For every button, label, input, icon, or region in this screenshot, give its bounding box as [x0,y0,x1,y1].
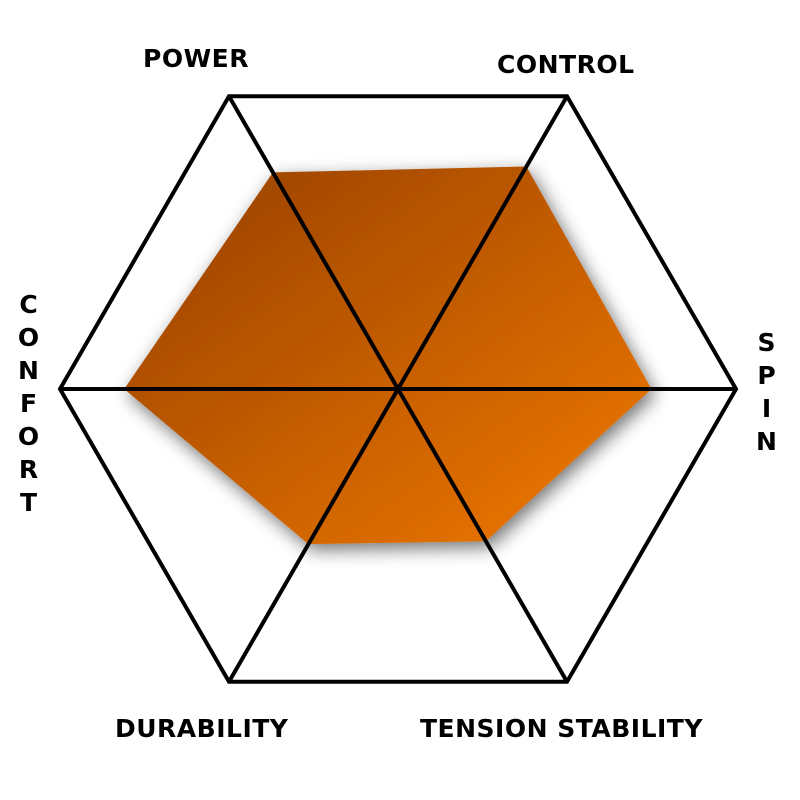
axis-label-confort: CONFORT [14,290,43,521]
axis-label-power: POWER [143,44,249,73]
axis-spoke-tension-stability [396,388,569,683]
axis-label-durability: DURABILITY [115,714,289,743]
axis-label-tension-stability: TENSION STABILITY [420,714,703,743]
axis-spoke-control [396,95,569,391]
data-area [124,166,652,545]
axis-spoke-power [227,95,400,391]
axis-spoke-durability [227,388,400,683]
axis-label-control: CONTROL [497,50,635,79]
axis-label-spin: SPIN [752,328,781,460]
